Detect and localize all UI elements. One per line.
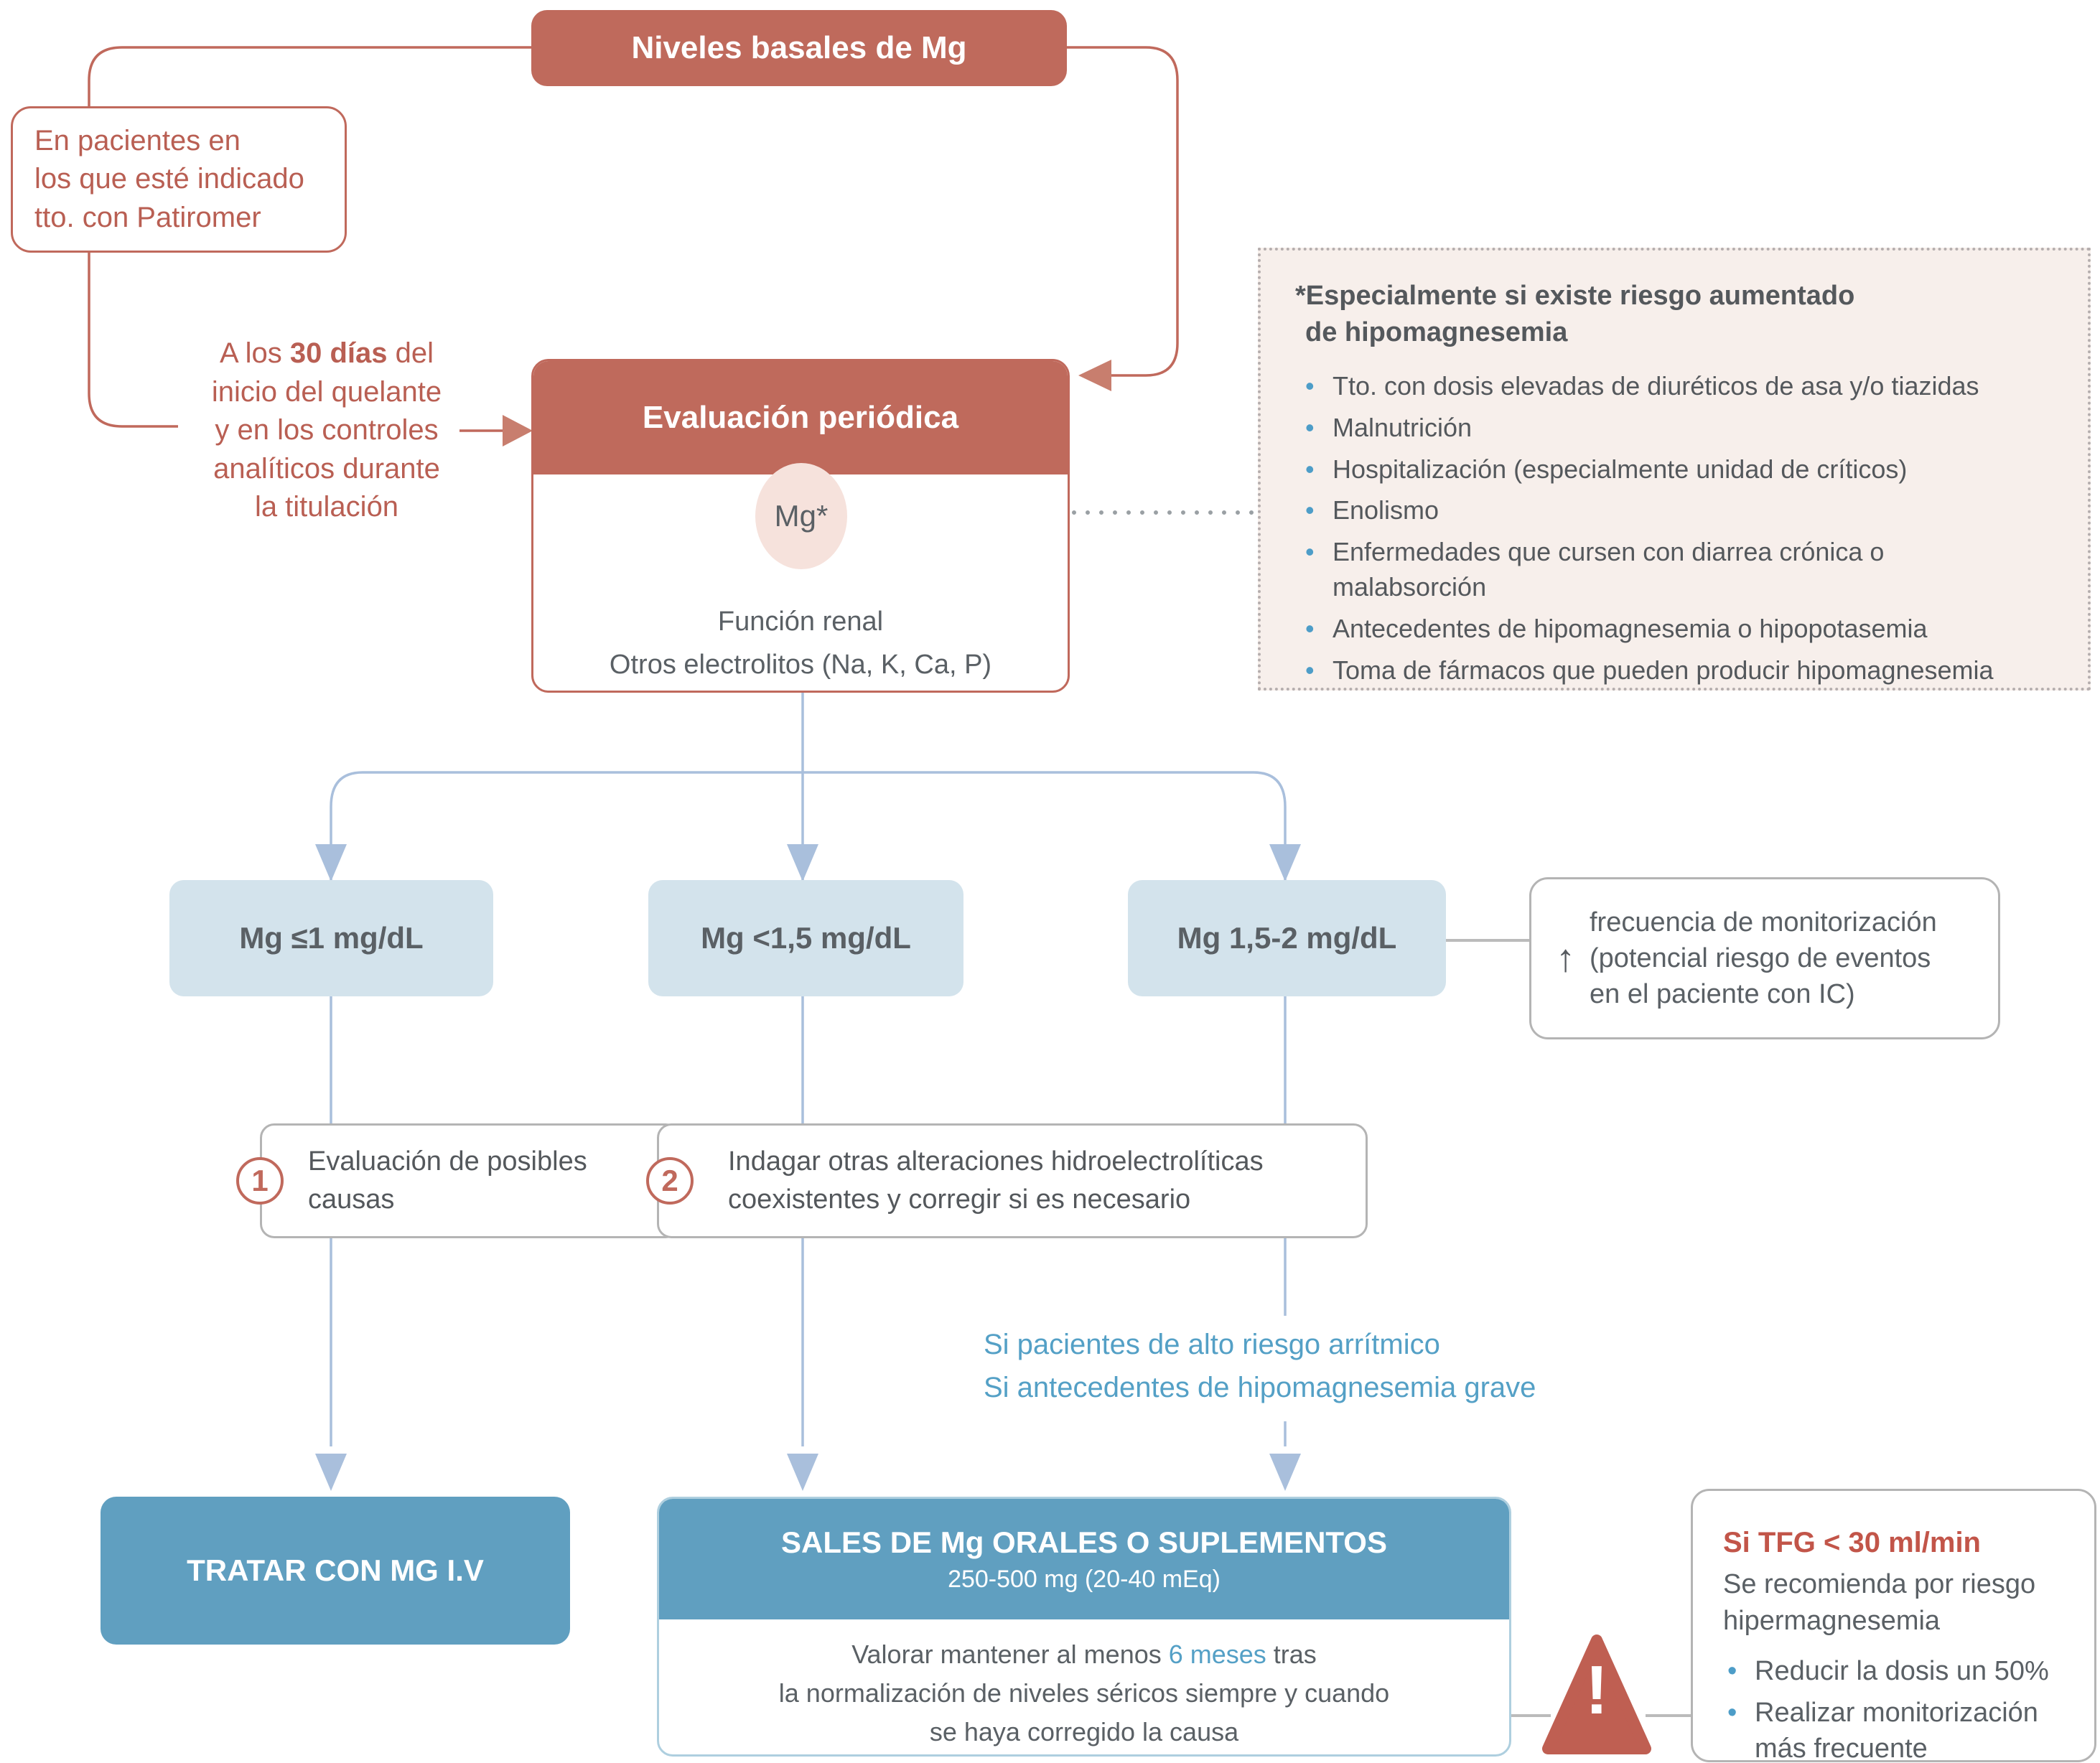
warning-exclamation-icon: ! bbox=[1585, 1652, 1608, 1729]
titration-line5: la titulación bbox=[254, 491, 399, 523]
tfg-recommendation-list: Reducir la dosis un 50% Realizar monitor… bbox=[1723, 1653, 2068, 1763]
left-arrowhead-icon bbox=[1078, 360, 1111, 391]
up-arrow-icon: ↑ bbox=[1556, 937, 1575, 980]
risk-factor-item: Malnutrición bbox=[1295, 411, 2015, 446]
oral-salts-box: SALES DE Mg ORALES O SUPLEMENTOS 250-500… bbox=[657, 1497, 1511, 1757]
titration-line4: analíticos durante bbox=[213, 452, 440, 485]
salts-body-line3: se haya corregido la causa bbox=[929, 1717, 1239, 1746]
monitoring-line2: (potencial riesgo de eventos bbox=[1590, 943, 1931, 973]
arrowhead-level2-icon bbox=[787, 844, 818, 882]
treat-iv-box: TRATAR CON MG I.V bbox=[101, 1497, 570, 1645]
monitoring-line1: frecuencia de monitorización bbox=[1590, 907, 1937, 937]
periodic-evaluation-header: Evaluación periódica bbox=[533, 361, 1068, 474]
periodic-evaluation-card: Evaluación periódica Mg* Función renal O… bbox=[531, 359, 1070, 693]
step1-line1: Evaluación de posibles bbox=[308, 1146, 587, 1177]
risk-factor-item: Enfermedades que cursen con diarrea crón… bbox=[1295, 535, 2015, 605]
risk-factor-item: Antecedentes de hipomagnesemia o hipopot… bbox=[1295, 612, 2015, 647]
mg-circle: Mg* bbox=[755, 463, 847, 569]
tfg-box: Si TFG < 30 ml/min Se recomienda por rie… bbox=[1691, 1489, 2096, 1763]
oral-salts-title: SALES DE Mg ORALES O SUPLEMENTOS bbox=[781, 1525, 1387, 1559]
risk-factor-item: Hospitalización (especialmente unidad de… bbox=[1295, 452, 2015, 487]
high-risk-note: Si pacientes de alto riesgo arrítmico Si… bbox=[984, 1323, 1630, 1409]
tfg-recommendation-item: Realizar monitorización más frecuente bbox=[1723, 1695, 2068, 1763]
level-label: Mg <1,5 mg/dL bbox=[701, 921, 911, 955]
tfg-title: Si TFG < 30 ml/min bbox=[1723, 1527, 1981, 1558]
step2-box: Indagar otras alteraciones hidroelectrol… bbox=[657, 1123, 1368, 1238]
blue-arrowheads bbox=[315, 844, 1301, 1491]
warning-triangle-icon bbox=[1542, 1635, 1651, 1754]
baseline-to-evaluation-loop bbox=[1067, 46, 1179, 377]
six-months-highlight: 6 meses bbox=[1168, 1640, 1266, 1669]
right-arrowhead-icon bbox=[503, 415, 533, 446]
high-risk-line2: Si antecedentes de hipomagnesemia grave bbox=[984, 1372, 1536, 1403]
arrowhead-level3-icon bbox=[1269, 844, 1301, 882]
level-box-mg-1-5-2: Mg 1,5-2 mg/dL bbox=[1128, 880, 1446, 996]
oral-salts-body: Valorar mantener al menos 6 meses tras l… bbox=[659, 1635, 1509, 1752]
level-box-mg-lt-1-5: Mg <1,5 mg/dL bbox=[648, 880, 963, 996]
renal-function-label: Función renal bbox=[717, 607, 884, 637]
step1-number-badge: 1 bbox=[236, 1157, 284, 1205]
risk-factor-item: Toma de fármacos que pueden producir hip… bbox=[1295, 653, 2015, 688]
titration-note: A los 30 días del inicio del quelante y … bbox=[172, 335, 481, 527]
periodic-evaluation-title: Evaluación periódica bbox=[642, 400, 959, 435]
risk-factor-item: Enolismo bbox=[1295, 493, 2015, 528]
arrowhead-level1-icon bbox=[315, 844, 347, 882]
risk-title-line1: *Especialmente si existe riesgo aumentad… bbox=[1295, 281, 1855, 311]
hypomagnesemia-risk-box: *Especialmente si existe riesgo aumentad… bbox=[1258, 248, 2091, 691]
risk-title-line2: de hipomagnesemia bbox=[1305, 317, 1568, 348]
arrowhead-treat-icon bbox=[315, 1454, 347, 1491]
patient-note-line1: En pacientes en bbox=[34, 125, 241, 157]
titration-line3: y en los controles bbox=[215, 414, 439, 446]
step1-line2: causas bbox=[308, 1184, 395, 1215]
level-box-mg-le-1: Mg ≤1 mg/dL bbox=[169, 880, 493, 996]
baseline-mg-label: Niveles basales de Mg bbox=[631, 30, 967, 65]
monitoring-frequency-text: frecuencia de monitorización (potencial … bbox=[1590, 904, 1937, 1012]
titration-30-days: 30 días bbox=[289, 337, 388, 369]
step2-line2: coexistentes y corregir si es necesario bbox=[728, 1184, 1191, 1215]
arrowhead-salts-left-icon bbox=[787, 1454, 818, 1491]
tfg-subtitle: Se recomienda por riesgo hipermagnesemia bbox=[1723, 1569, 2036, 1637]
titration-line1: A los 30 días del bbox=[220, 337, 434, 369]
arrowhead-salts-right-icon bbox=[1269, 1454, 1301, 1491]
step2-line1: Indagar otras alteraciones hidroelectrol… bbox=[728, 1146, 1264, 1177]
baseline-mg-box: Niveles basales de Mg bbox=[531, 10, 1067, 86]
baseline-to-patient-line bbox=[88, 46, 531, 106]
gray-connectors bbox=[1446, 939, 1691, 1717]
risk-factor-list: Tto. con dosis elevadas de diuréticos de… bbox=[1295, 369, 2066, 689]
patient-note-line2: los que esté indicado bbox=[34, 163, 304, 195]
monitoring-frequency-box: ↑ frecuencia de monitorización (potencia… bbox=[1529, 877, 2000, 1039]
branch-horizontal-line bbox=[330, 771, 1287, 808]
level-label: Mg 1,5-2 mg/dL bbox=[1177, 921, 1397, 955]
treat-iv-label: TRATAR CON MG I.V bbox=[187, 1553, 484, 1587]
step2-number-badge: 2 bbox=[646, 1157, 694, 1205]
terracotta-connectors bbox=[88, 46, 1179, 432]
level-label: Mg ≤1 mg/dL bbox=[239, 921, 424, 955]
patient-note-box: En pacientes en los que esté indicado tt… bbox=[11, 106, 347, 253]
patient-note-line3: tto. con Patiromer bbox=[34, 201, 261, 233]
patient-to-titration-line bbox=[88, 253, 178, 428]
salts-body-line1: Valorar mantener al menos 6 meses tras bbox=[851, 1640, 1317, 1669]
titration-line2: inicio del quelante bbox=[211, 375, 442, 408]
high-risk-line1: Si pacientes de alto riesgo arrítmico bbox=[984, 1329, 1440, 1360]
monitoring-line3: en el paciente con IC) bbox=[1590, 979, 1855, 1010]
oral-salts-header: SALES DE Mg ORALES O SUPLEMENTOS 250-500… bbox=[659, 1499, 1509, 1619]
step1-box: Evaluación de posibles causas bbox=[260, 1123, 680, 1238]
risk-box-title: *Especialmente si existe riesgo aumentad… bbox=[1295, 278, 2066, 352]
other-electrolytes-label: Otros electrolitos (Na, K, Ca, P) bbox=[609, 650, 992, 680]
mg-circle-label: Mg* bbox=[774, 499, 829, 533]
oral-salts-subtitle: 250-500 mg (20-40 mEq) bbox=[948, 1565, 1221, 1593]
tfg-recommendation-item: Reducir la dosis un 50% bbox=[1723, 1653, 2068, 1689]
salts-body-line2: la normalización de niveles séricos siem… bbox=[778, 1678, 1390, 1708]
risk-factor-item: Tto. con dosis elevadas de diuréticos de… bbox=[1295, 369, 2015, 404]
